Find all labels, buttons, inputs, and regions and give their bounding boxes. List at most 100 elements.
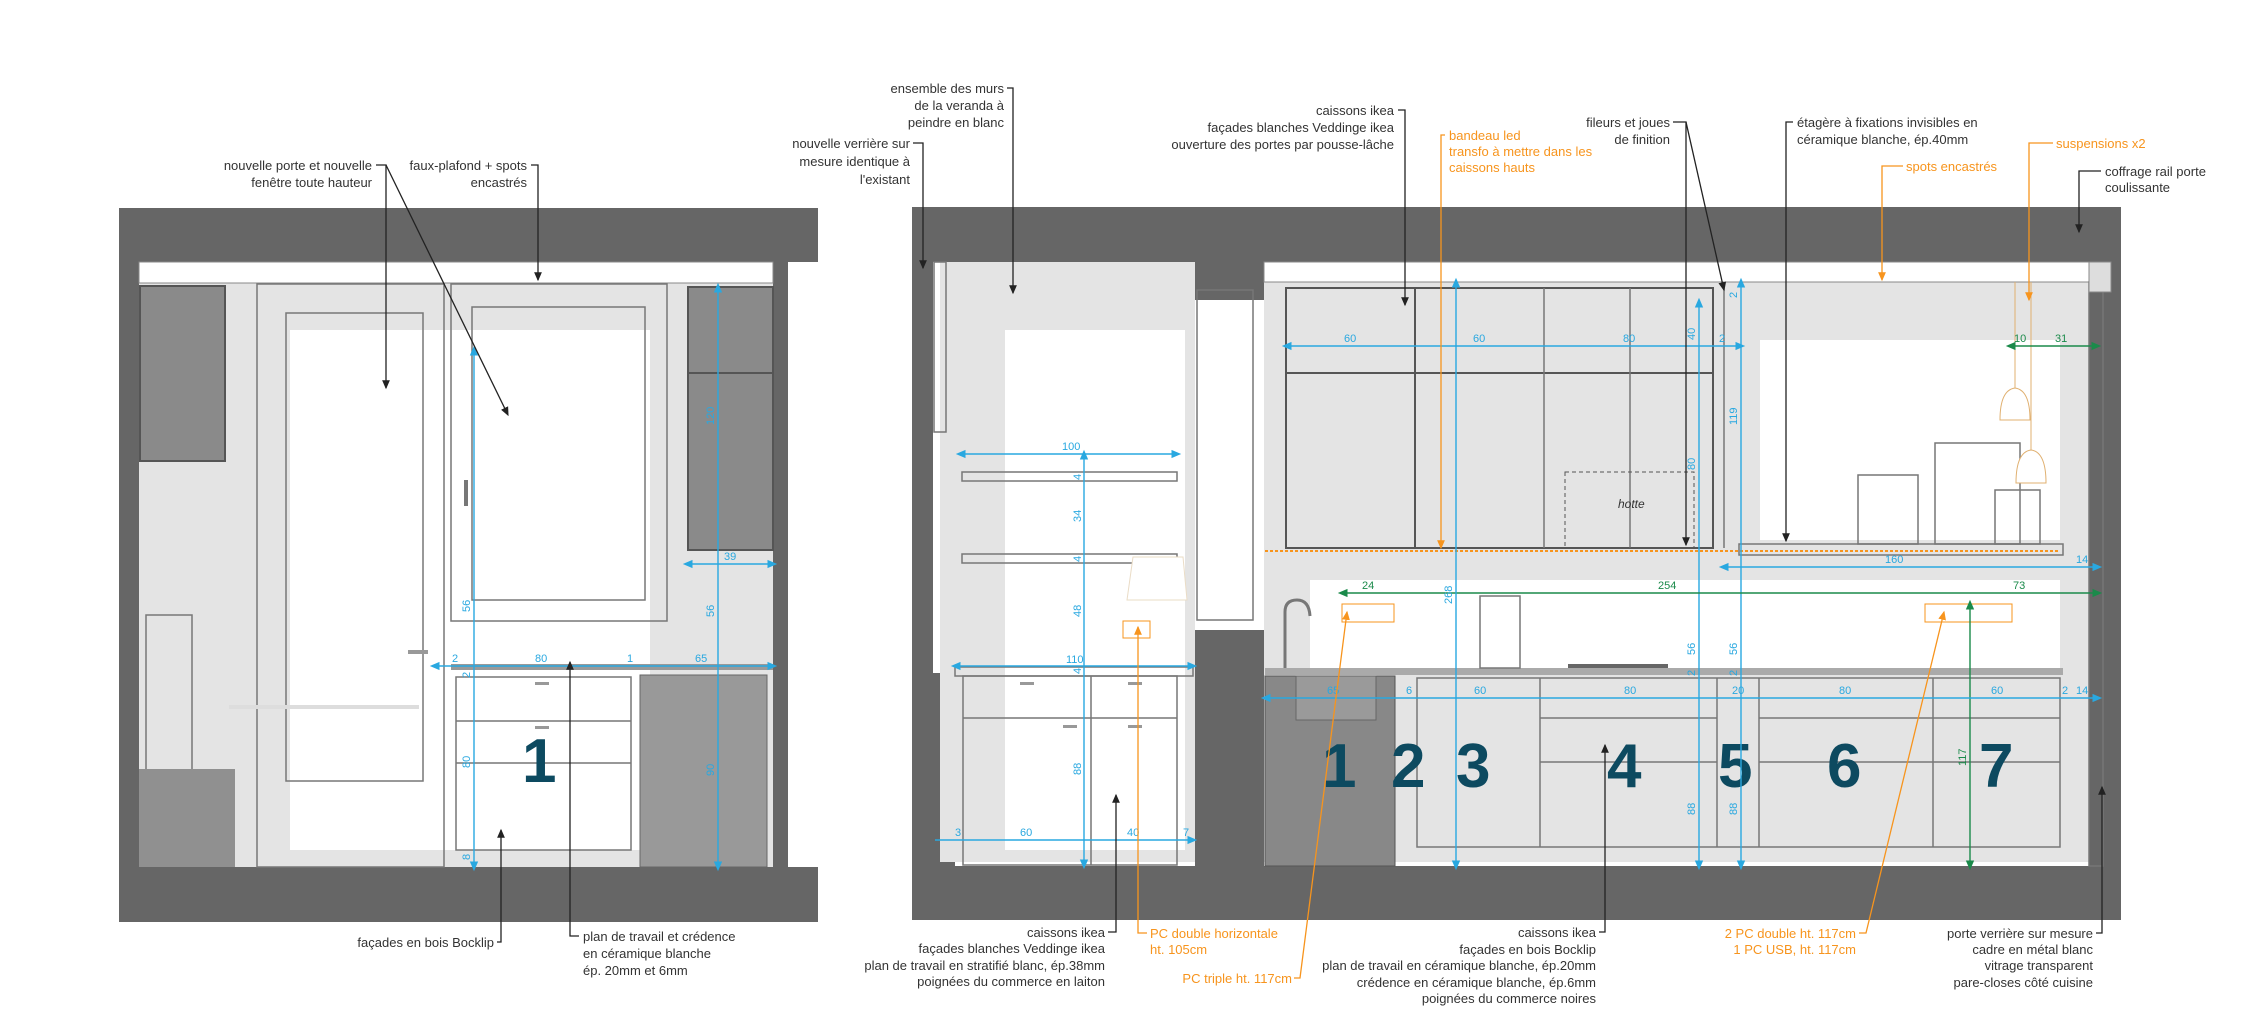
neighbour-room — [788, 262, 818, 867]
annotation-text: cadre en métal blanc — [1972, 942, 2093, 957]
dimension-label: 120 — [705, 407, 717, 425]
leader-line — [2025, 142, 2053, 302]
leader-line — [2096, 785, 2106, 934]
annotation-text: ép. 20mm et 6mm — [583, 963, 688, 978]
leader-line — [385, 164, 509, 417]
dimension-label: 24 — [1362, 580, 1374, 592]
door-frame — [256, 283, 445, 868]
handle — [535, 682, 549, 685]
annotation-text: mesure identique à — [799, 154, 910, 169]
annotation-text: étagère à fixations invisibles en — [1797, 115, 1978, 130]
shelf — [961, 471, 1178, 482]
dimension-label: 60 — [1991, 685, 2003, 697]
leader-line — [531, 164, 542, 282]
annotation-text: 2 PC double ht. 117cm — [1725, 926, 1856, 941]
dimension-label: 4 — [1072, 668, 1084, 674]
annotation-text: plan de travail en céramique blanche, ép… — [1322, 958, 1596, 973]
leader-lines — [376, 87, 2106, 979]
upper-cabinet-left — [139, 285, 226, 462]
dimension-label: 88 — [1728, 803, 1740, 815]
dimension-label: 60 — [1474, 685, 1486, 697]
dimension-label: 73 — [2013, 580, 2025, 592]
annotation-text: crédence en céramique blanche, ép.6mm — [1357, 975, 1596, 990]
dimension-label: 160 — [1885, 554, 1903, 566]
base-cabinet — [962, 675, 1178, 866]
dimension-label: 2 — [461, 672, 473, 678]
dimension-label: 254 — [1658, 580, 1676, 592]
annotation-text: nouvelle porte et nouvelle — [224, 158, 372, 173]
dimension-label: 2 — [452, 653, 458, 665]
cabinet-number: 6 — [1827, 732, 1861, 801]
annotation-text: poignées du commerce en laiton — [917, 974, 1105, 989]
leader-line — [1685, 121, 1727, 292]
dimension-label: 39 — [724, 551, 736, 563]
worktop — [451, 664, 773, 670]
annotation-text: caissons ikea — [1027, 925, 1106, 940]
annotation-text: ouverture des portes par pousse-lâche — [1171, 137, 1394, 152]
dimension-label: 80 — [1839, 685, 1851, 697]
dimension-label: 268 — [1443, 586, 1455, 604]
cabinet-number: 4 — [1607, 732, 1642, 801]
annotation-text: bandeau led — [1449, 128, 1521, 143]
annotation-text: encastrés — [471, 175, 528, 190]
dimension-label: 31 — [2055, 333, 2067, 345]
cabinet-number: 5 — [1718, 732, 1752, 801]
dimension-label: 2 — [2062, 685, 2068, 697]
dimension-label: 3 — [955, 827, 961, 839]
upper-cabinets — [1285, 287, 1714, 549]
lit-wall — [1760, 340, 2060, 540]
picture-frame — [1857, 474, 1919, 545]
annotation-text: nouvelle verrière sur — [792, 136, 910, 151]
dimension-label: 2 — [1728, 292, 1740, 298]
dimension-label: 10 — [2014, 333, 2026, 345]
annotation-text: façades blanches Veddinge ikea — [1208, 120, 1395, 135]
dimension-label: 2 — [1728, 670, 1740, 676]
dimension-label: 56 — [1686, 643, 1698, 655]
annotations: nouvelle porte et nouvelle fenêtre toute… — [224, 81, 2206, 1006]
dimension-label: 14 — [2076, 554, 2088, 566]
annotation-text: ensemble des murs — [891, 81, 1005, 96]
annotation-text: ht. 105cm — [1150, 942, 1207, 957]
annotation-text: façades en bois Bocklip — [357, 935, 494, 950]
dimension-label: 80 — [1623, 333, 1635, 345]
leader-line — [1134, 625, 1147, 934]
dishwasher-column — [639, 674, 768, 868]
window-frame — [450, 283, 668, 622]
annotation-text: caissons ikea — [1518, 925, 1597, 940]
dimension-label: 90 — [705, 764, 717, 776]
false-ceiling — [138, 261, 774, 284]
dimension-label: 4 — [1072, 556, 1084, 562]
dimension-label: 88 — [1686, 803, 1698, 815]
dimension-label: 7 — [1183, 827, 1189, 839]
dimension-label: 20 — [1732, 685, 1744, 697]
annotation-text: spots encastrés — [1906, 159, 1998, 174]
window-frame — [1196, 289, 1254, 621]
pendant-lamp-icon — [2015, 449, 2047, 484]
annotation-text: de finition — [1614, 132, 1670, 147]
annotation-text: de la veranda à — [914, 98, 1004, 113]
pendant-lamp-icon — [1999, 387, 2031, 421]
annotation-text: fenêtre toute hauteur — [251, 175, 372, 190]
annotation-text: céramique blanche, ép.40mm — [1797, 132, 1968, 147]
door-handle — [408, 650, 428, 654]
annotation-text: faux-plafond + spots — [410, 158, 528, 173]
dimension-label: 1 — [627, 653, 633, 665]
left-elevation: 1 56 80 8 2 80 2 1 65 39 120 56 90 — [119, 208, 818, 922]
dimension-label: 6 — [1406, 685, 1412, 697]
verriere-frame — [933, 261, 947, 433]
annotation-text: façades en bois Bocklip — [1459, 942, 1596, 957]
door-panel — [285, 312, 424, 782]
leader-line — [1398, 109, 1409, 307]
handle — [1128, 682, 1142, 685]
leader-line — [566, 660, 579, 937]
socket-double-icon — [1122, 620, 1151, 639]
leader-line — [1878, 165, 1903, 282]
rail-box — [2088, 261, 2112, 293]
dimension-label: 60 — [1473, 333, 1485, 345]
dimension-label: 4 — [1072, 474, 1084, 480]
upper-cabinet-right — [687, 286, 774, 551]
leader-line — [1782, 121, 1793, 543]
annotation-text: PC double horizontale — [1150, 926, 1278, 941]
dimension-label: 40 — [1686, 328, 1698, 340]
